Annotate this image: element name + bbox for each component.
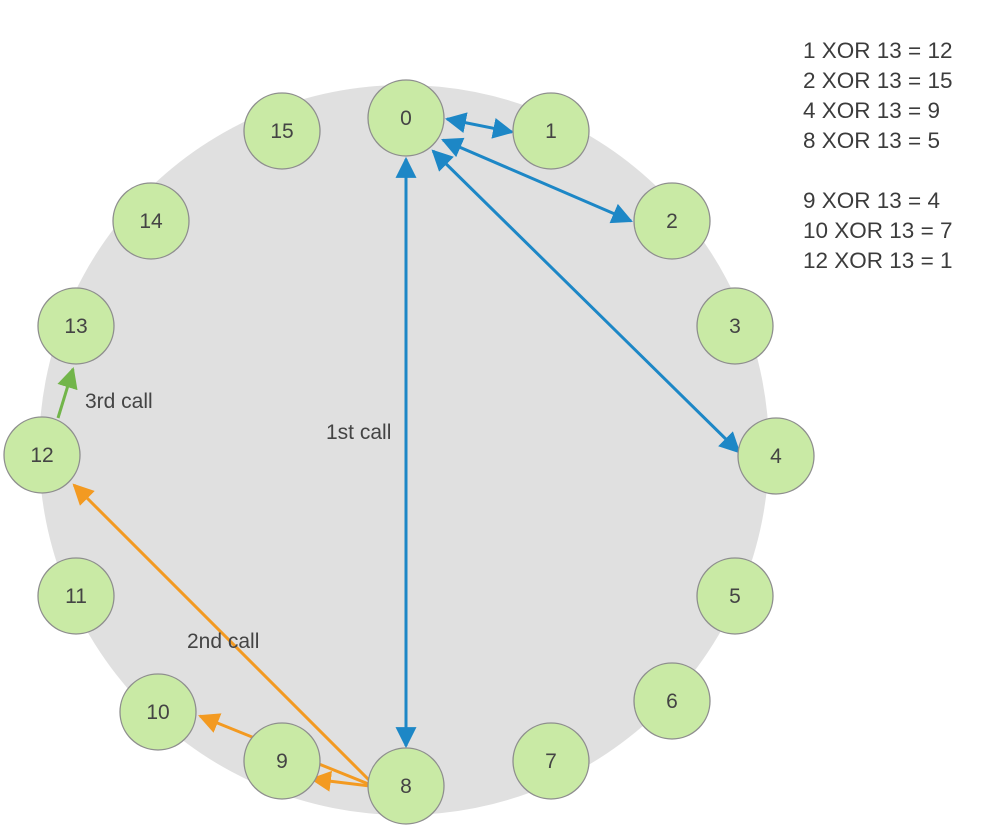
node-14-circle	[112, 182, 190, 260]
node-12-label: 12	[30, 444, 53, 467]
node-15-label: 15	[270, 120, 293, 143]
node-8-label: 8	[400, 775, 412, 798]
node-6-circle	[633, 662, 711, 740]
node-12: 12	[3, 416, 81, 494]
node-2-circle	[633, 182, 711, 260]
equation-line: 1 XOR 13 = 12	[803, 38, 953, 63]
node-11-label: 11	[65, 585, 87, 608]
node-7-circle	[512, 722, 590, 800]
ring-nodes: 0 1 2 3 4 5 6 7	[3, 79, 815, 825]
arrow-8-to-12	[72, 483, 375, 786]
node-12-circle	[3, 416, 81, 494]
node-1-circle	[512, 92, 590, 170]
node-1-label: 1	[545, 120, 557, 143]
node-4-circle	[737, 417, 815, 495]
equation-line: 10 XOR 13 = 7	[803, 218, 953, 243]
node-0-circle	[367, 79, 445, 157]
xor-equations: 1 XOR 13 = 12 2 XOR 13 = 15 4 XOR 13 = 9…	[803, 36, 952, 276]
node-10: 10	[119, 673, 197, 751]
node-9-circle	[243, 722, 321, 800]
node-13: 13	[37, 287, 115, 365]
node-7-label: 7	[545, 750, 557, 773]
node-3-circle	[696, 287, 774, 365]
equation-spacer	[803, 156, 952, 186]
third-call-arrows	[56, 366, 78, 419]
first-call-arrows	[395, 112, 741, 749]
arrow-0-to-4	[431, 149, 741, 454]
node-13-label: 13	[64, 315, 87, 338]
node-14-label: 14	[139, 210, 163, 233]
arrow-12-to-13	[56, 366, 78, 419]
node-0-label: 0	[400, 107, 412, 130]
equation-line: 2 XOR 13 = 15	[803, 68, 953, 93]
second-call-label: 2nd call	[187, 630, 259, 653]
node-5: 5	[696, 557, 774, 635]
node-4-label: 4	[770, 445, 782, 468]
node-15: 15	[243, 92, 321, 170]
third-call-label: 3rd call	[85, 390, 153, 413]
node-0: 0	[367, 79, 445, 157]
arrow-0-to-1	[444, 112, 515, 139]
node-1: 1	[512, 92, 590, 170]
first-call-label: 1st call	[326, 421, 391, 444]
node-9-label: 9	[276, 750, 288, 773]
node-3-label: 3	[729, 315, 741, 338]
node-3: 3	[696, 287, 774, 365]
equation-line: 9 XOR 13 = 4	[803, 188, 940, 213]
node-5-label: 5	[729, 585, 741, 608]
node-5-circle	[696, 557, 774, 635]
equation-line: 4 XOR 13 = 9	[803, 98, 940, 123]
arrow-8-to-9	[309, 770, 371, 792]
node-6-label: 6	[666, 690, 678, 713]
node-15-circle	[243, 92, 321, 170]
node-8-circle	[367, 747, 445, 825]
node-2: 2	[633, 182, 711, 260]
node-11: 11	[37, 557, 115, 635]
node-7: 7	[512, 722, 590, 800]
node-10-label: 10	[146, 701, 169, 724]
node-2-label: 2	[666, 210, 678, 233]
node-9: 9	[243, 722, 321, 800]
node-8: 8	[367, 747, 445, 825]
node-14: 14	[112, 182, 190, 260]
node-6: 6	[633, 662, 711, 740]
node-11-circle	[37, 557, 115, 635]
equation-line: 12 XOR 13 = 1	[803, 248, 953, 273]
node-13-circle	[37, 287, 115, 365]
equation-line: 8 XOR 13 = 5	[803, 128, 940, 153]
node-4: 4	[737, 417, 815, 495]
node-10-circle	[119, 673, 197, 751]
